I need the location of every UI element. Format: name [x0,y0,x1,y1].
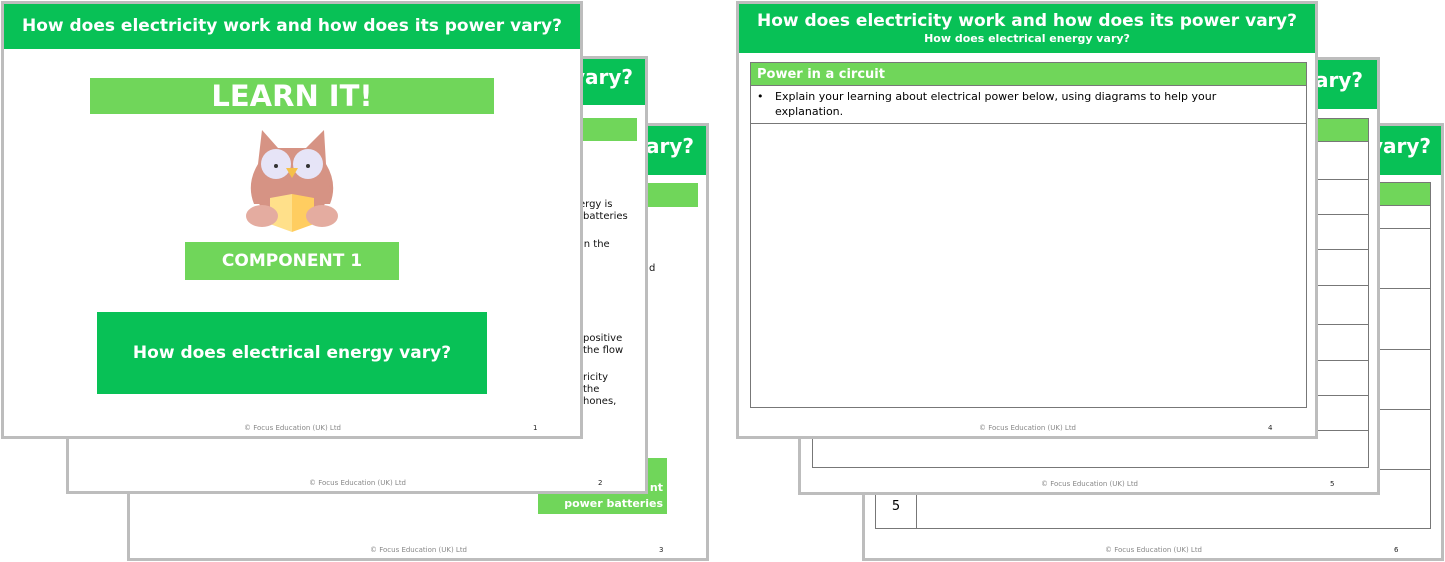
answer-table: Power in a circuit • Explain your learni… [750,62,1307,408]
slide-number: 6 [1394,546,1399,554]
slide-number: 1 [533,424,538,432]
slide-number: 5 [1330,480,1335,488]
box-text: power batteries [564,497,663,510]
bullet-point: • [757,90,764,103]
footer-copyright: © Focus Education (UK) Ltd [1105,546,1203,554]
slide-title: How does electricity work and how does i… [756,11,1297,31]
slide-number: 3 [659,546,664,554]
question-box: How does electrical energy vary? [97,312,487,394]
slide-subtitle: How does electrical energy vary? [924,32,1130,45]
body-text-fragment: ricity [583,372,609,383]
footer-copyright: © Focus Education (UK) Ltd [979,424,1077,432]
footer-copyright: © Focus Education (UK) Ltd [370,546,468,554]
learn-it-label: LEARN IT! [211,79,373,113]
slide-title: How does electricity work and how does i… [21,16,562,36]
instruction-bullet: • Explain your learning about electrical… [757,89,1286,119]
slide-number: 2 [598,479,603,487]
component-label: COMPONENT 1 [221,251,363,271]
table-header: Power in a circuit [757,67,885,82]
body-text-fragment: ergy is [579,199,613,210]
row-label: 5 [891,499,901,514]
body-text-fragment: positive [583,333,623,344]
component-banner: COMPONENT 1 [185,242,399,280]
body-text-fragment: d [649,263,656,274]
body-text-fragment: the [583,384,600,395]
row-label-cell: 5 [876,469,917,529]
learn-it-banner: LEARN IT! [90,78,494,114]
row-divider [751,85,1306,86]
table-header-row: Power in a circuit [751,63,1306,86]
question-text: How does electrical energy vary? [132,343,452,363]
slide-header: How does electricity work and how does i… [739,4,1315,53]
body-text-fragment: hones, [583,396,617,407]
slide-4-thumbnail[interactable]: How does electricity work and how does i… [736,1,1318,439]
box-text: nt [649,481,663,494]
footer-copyright: © Focus Education (UK) Ltd [244,424,342,432]
slide-title: vary? [1369,134,1431,158]
slide-header: How does electricity work and how does i… [4,4,580,49]
body-text-fragment: batteries [583,211,628,222]
footer-copyright: © Focus Education (UK) Ltd [1041,480,1139,488]
footer-copyright: © Focus Education (UK) Ltd [309,479,407,487]
slide-number: 4 [1268,424,1273,432]
owl-reading-book-icon [246,130,338,232]
slide-1-thumbnail[interactable]: How does electricity work and how does i… [1,1,583,439]
row-divider [751,123,1306,124]
body-text-fragment: the flow [583,345,624,356]
instruction-text: Explain your learning about electrical p… [775,90,1217,118]
body-text-fragment: in the [581,239,610,250]
